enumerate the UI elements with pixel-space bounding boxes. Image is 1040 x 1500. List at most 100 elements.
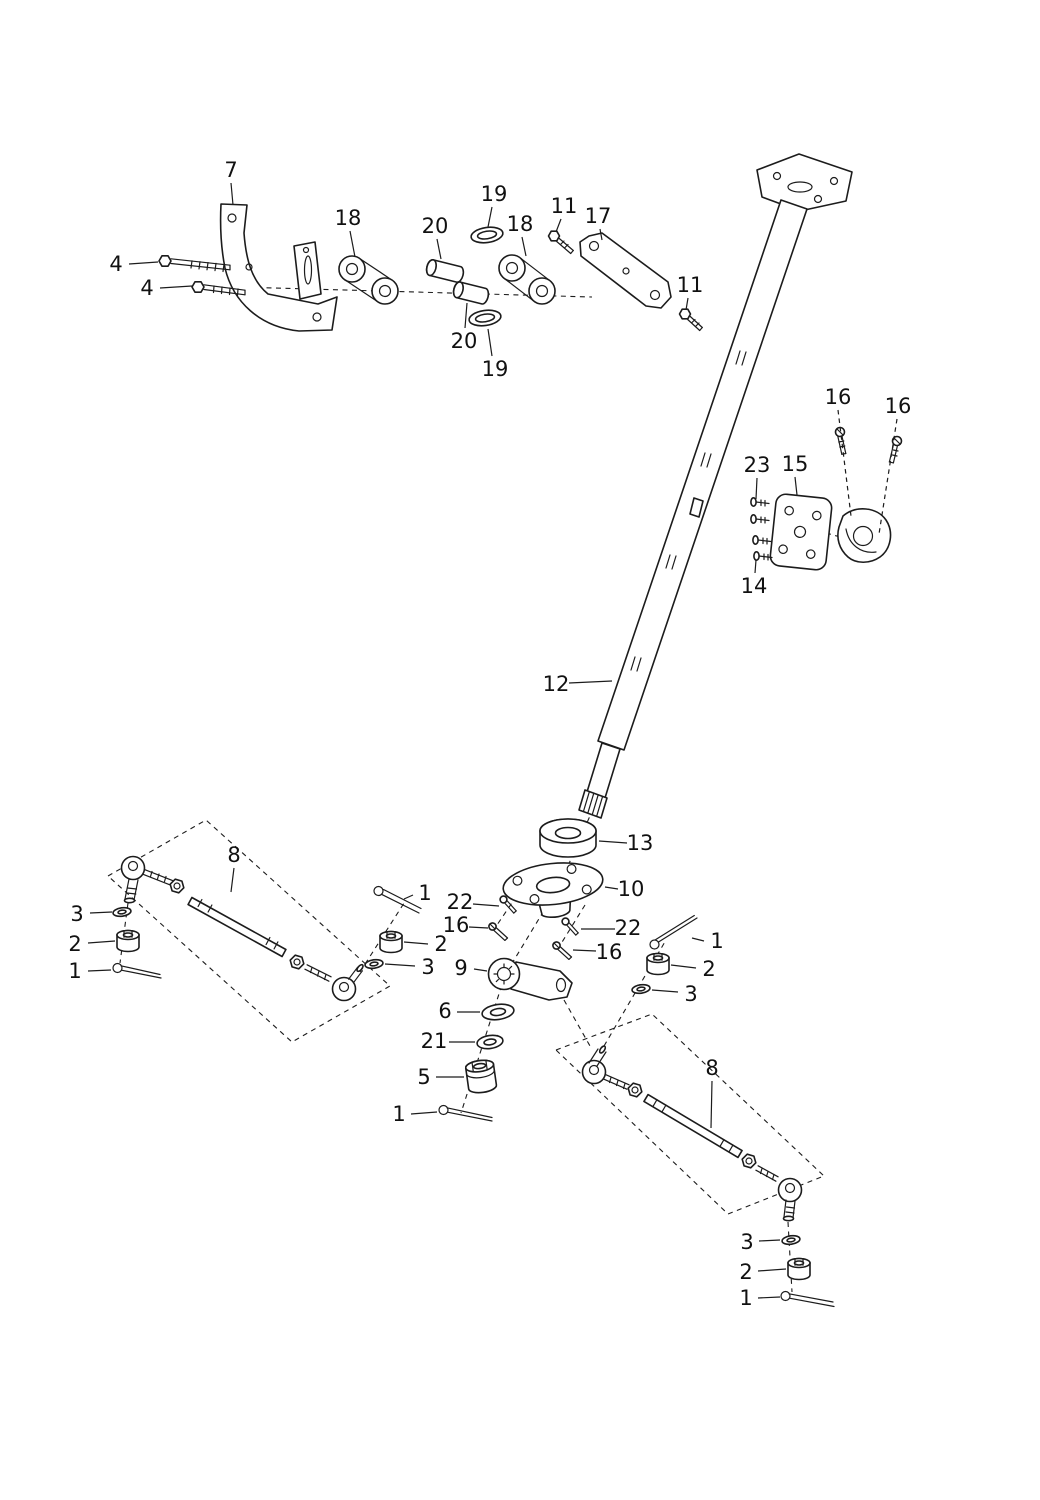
screw-slot [893,437,901,445]
line-shape [382,888,422,910]
line-shape [603,1078,628,1090]
callout-label-13: 13 [627,831,654,855]
plate-hole [805,549,816,559]
callout-label-8: 8 [705,1056,718,1080]
ball-stud [596,1051,607,1067]
line-shape [700,452,706,467]
line-shape [142,873,172,886]
bracket-hole [588,240,600,252]
line-shape [446,1107,493,1119]
callout-label-16: 16 [885,394,912,418]
bolt-sha ft [556,240,572,255]
part-1-cotter-pin-2 [112,962,162,979]
line-shape [495,927,509,939]
line-shape [559,946,573,958]
part-4-bolt-1 [158,255,231,273]
line-shape [506,900,517,912]
pin-loop [780,1290,791,1302]
callout-label-3: 3 [684,982,697,1006]
callout-leader-16 [572,949,597,952]
callout-leader-2 [87,940,116,944]
callout-label-16: 16 [825,385,852,409]
line-shape [741,351,747,366]
line-shape [149,870,153,878]
callout-leader-2 [403,941,429,945]
part-12-steering-column [578,153,853,819]
axis-flange-bolt-left [496,887,523,926]
part-23-screws [750,496,770,524]
bolt-shaft [689,315,703,329]
callout-leader-3 [89,911,113,914]
line-shape [706,453,712,468]
callout-label-22: 22 [615,916,642,940]
callout-leader-3 [758,1239,781,1242]
line-shape [652,1098,658,1108]
part-1-cotter-pin-5 [780,1290,835,1308]
callout-label-6: 6 [438,999,451,1023]
callout-leader-8 [710,1080,713,1129]
part-8-tie-rod-left [120,855,364,1002]
callout-leader-17 [599,228,603,241]
line-shape [446,1111,493,1122]
clamp-outline [837,508,892,564]
bracket-hole [622,267,630,275]
line-shape [560,240,565,245]
callout-leader-20 [464,302,468,329]
ball-stud [792,1200,796,1219]
callout-leader-13 [598,840,628,844]
nut-bore [122,932,134,938]
stud-tip [123,897,136,904]
washer-inner [489,1007,507,1017]
line-shape [198,261,201,270]
line-shape [236,288,239,297]
part-18-clamp-2 [498,254,556,305]
callout-label-2: 2 [702,957,715,981]
line-shape [891,454,898,457]
nut-bore [472,1062,487,1070]
line-shape [566,924,577,936]
bolt-tip [699,326,703,332]
washer-split [496,1034,503,1039]
circle-shape [338,981,350,993]
line-shape [695,322,700,327]
part-6-washer [481,1003,515,1021]
line-shape [190,260,193,269]
arm-body [510,961,573,1001]
part-8-tie-rod-right [581,1045,803,1222]
line-shape [719,1138,725,1148]
line-shape [636,657,642,672]
bracket-hole [649,289,661,301]
callout-label-19: 19 [482,357,509,381]
callout-label-16: 16 [596,940,623,964]
callout-label-17: 17 [585,204,612,228]
screw-shaft [755,501,770,505]
bolt-head [499,895,508,904]
clamp-bore [852,525,874,547]
callout-leader-18 [521,236,527,257]
line-shape [504,937,509,942]
callout-leader-10 [604,886,619,890]
clamp-lobe [371,277,399,305]
screw-shaft [841,434,847,455]
part-7-bracket [219,203,338,332]
tab-slot [303,255,313,285]
circle-shape [784,1182,796,1194]
callout-leader-1 [757,1296,781,1299]
line-shape [765,1170,769,1178]
washer-inner [786,1237,796,1243]
line-shape [671,555,677,570]
screw-head [750,496,757,507]
line-shape [163,875,167,883]
column-key-clip [689,497,704,518]
part-15-plate [769,493,833,571]
callout-label-2: 2 [434,932,447,956]
pin-loop [438,1104,449,1116]
spacer-end [425,258,437,277]
callout-leader-11 [685,297,689,311]
callout-label-2: 2 [739,1260,752,1284]
callout-label-20: 20 [422,214,449,238]
nut-band [465,1069,495,1079]
screw-slot [836,428,844,436]
part-11-bolt-2 [678,308,703,332]
